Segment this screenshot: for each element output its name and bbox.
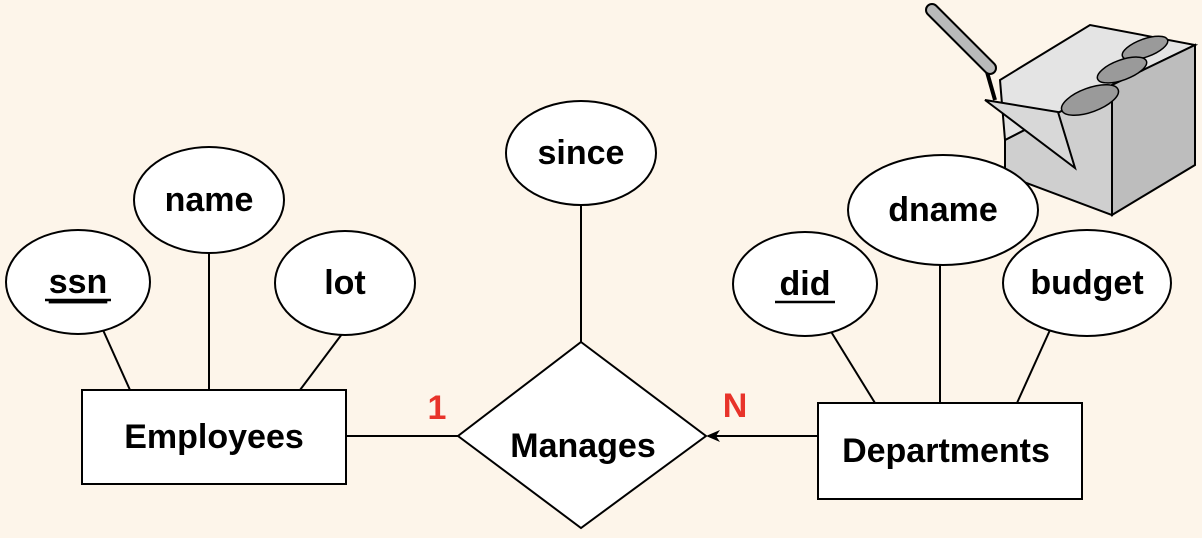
attribute-lot: lot (274, 230, 416, 336)
attribute-since-label: since (538, 134, 625, 172)
did-connector (829, 329, 876, 404)
attribute-did-label: did (780, 265, 831, 303)
relationship-manages-label: Manages (510, 427, 656, 465)
attribute-ssn: ssn (5, 229, 151, 335)
attribute-name-label: name (165, 181, 254, 219)
cardinality-departments-side: N (723, 387, 748, 425)
ssn-connector (102, 329, 131, 391)
relationship-manages: Manages (456, 340, 708, 530)
attribute-ssn-label: ssn (49, 263, 108, 301)
lot-connector (299, 329, 346, 391)
entity-employees-label: Employees (124, 418, 304, 456)
entity-departments-label: Departments (842, 432, 1050, 470)
entity-departments: Departments (817, 402, 1083, 500)
attribute-budget-label: budget (1030, 264, 1143, 302)
entity-employees: Employees (81, 389, 347, 485)
attribute-did: did (732, 231, 878, 337)
attribute-dname: dname (847, 154, 1039, 266)
attribute-since: since (505, 100, 657, 206)
brick-and-trowel-icon (925, 3, 1199, 217)
budget-connector (1016, 329, 1051, 404)
attribute-dname-label: dname (888, 191, 998, 229)
attribute-budget: budget (1002, 229, 1172, 337)
attribute-lot-label: lot (324, 264, 366, 302)
cardinality-employees-side: 1 (428, 389, 447, 427)
attribute-name: name (133, 146, 285, 254)
